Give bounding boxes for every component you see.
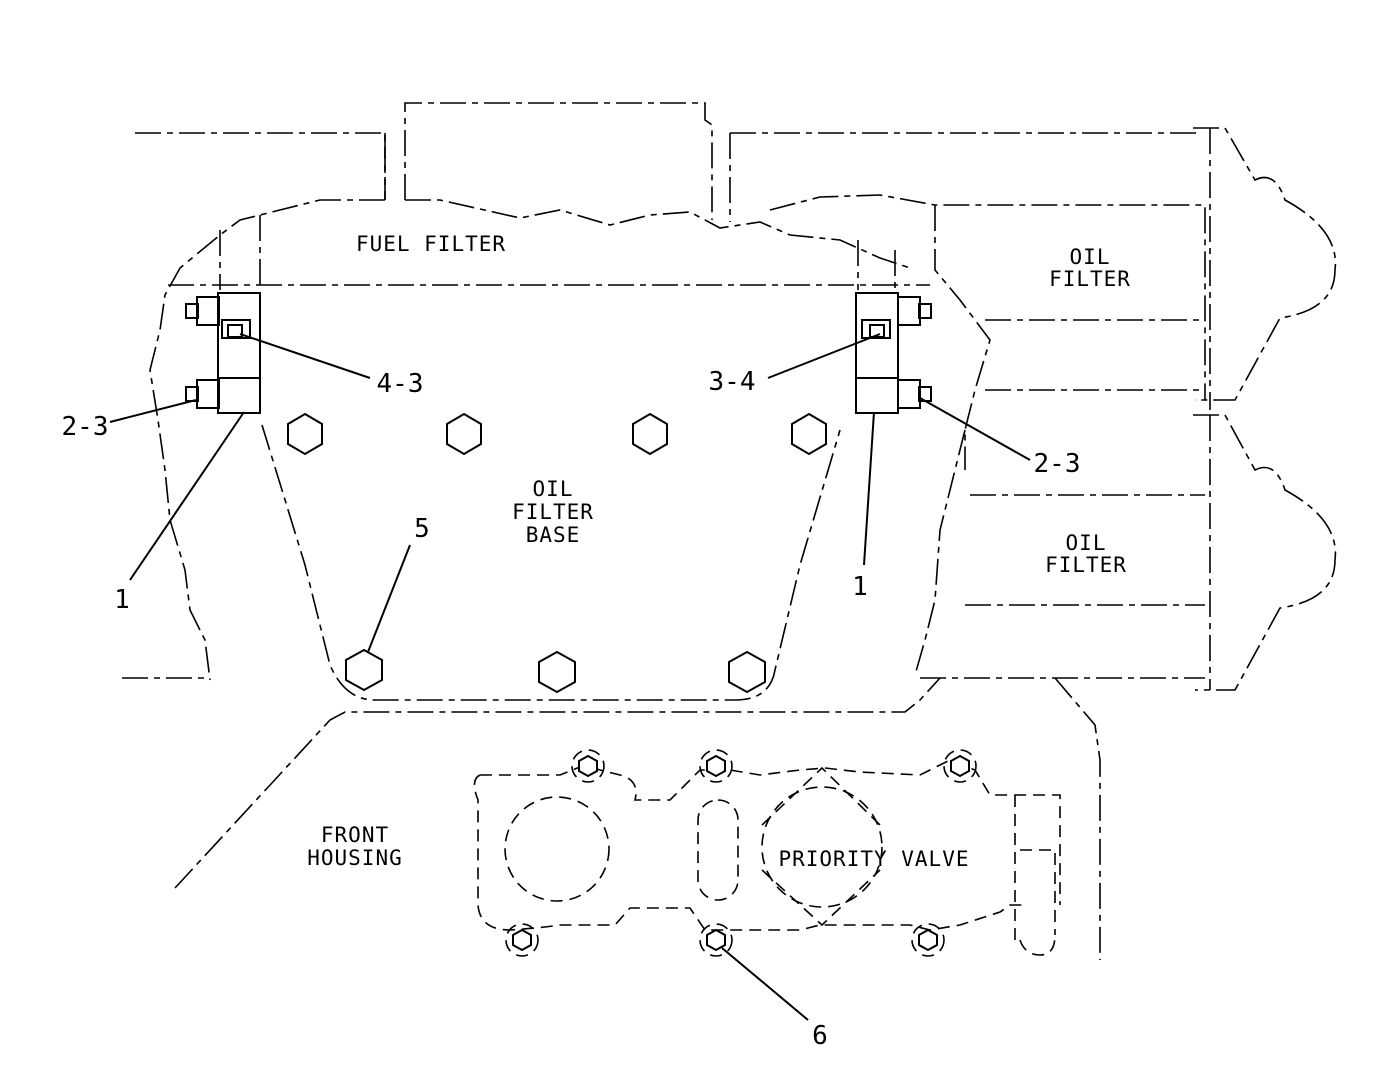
leader-left-bolt — [109, 399, 197, 423]
label-oil-filter-top-line2: FILTER — [1049, 267, 1131, 291]
label-oil-filter-base-line1: OIL — [533, 477, 574, 501]
front-housing-outline — [122, 677, 941, 889]
label-oil-filter-base-line3: BASE — [526, 523, 581, 547]
base-bolt-1 — [287, 412, 323, 456]
priority-valve-outline — [473, 759, 1061, 956]
callout-base-bolt: 5 — [414, 514, 430, 544]
leader-left-fitting — [239, 333, 371, 379]
label-front-housing-line2: HOUSING — [307, 846, 403, 870]
leader-right-fitting — [767, 333, 881, 379]
leader-left-bracket — [129, 411, 245, 581]
label-priority-valve: PRIORITY VALVE — [778, 847, 969, 871]
leader-right-bolt — [919, 397, 1031, 461]
callout-left-fitting: 4-3 — [377, 369, 424, 399]
callout-numbers: 4-3 2-3 1 3-4 2-3 1 5 6 — [62, 367, 1081, 1051]
base-bolt-2 — [446, 412, 482, 456]
leader-right-bracket — [863, 411, 875, 566]
oil-filter-upper-outline — [769, 127, 1337, 470]
label-oil-filter-top-line1: OIL — [1070, 245, 1111, 269]
callout-right-fitting: 3-4 — [709, 367, 756, 397]
part-labels: FUEL FILTER OIL FILTER OIL FILTER OIL FI… — [307, 232, 1131, 871]
leader-valve-bolt — [721, 947, 809, 1021]
right-bracket — [855, 292, 932, 414]
valve-bolts — [505, 749, 977, 957]
fuel-filter-outline — [135, 102, 1200, 681]
callout-valve-bolt: 6 — [812, 1021, 828, 1051]
label-oil-filter-bottom-line1: OIL — [1066, 531, 1107, 555]
callout-right-bracket: 1 — [852, 572, 868, 602]
left-bracket — [185, 292, 261, 414]
base-bolt-6 — [538, 650, 576, 694]
label-fuel-filter: FUEL FILTER — [356, 232, 506, 256]
label-oil-filter-bottom-line2: FILTER — [1045, 553, 1127, 577]
base-bolt-4 — [791, 412, 827, 456]
oil-filter-lower-outline — [914, 414, 1337, 960]
leader-lines — [109, 333, 1031, 1021]
label-front-housing-line1: FRONT — [321, 823, 389, 847]
label-oil-filter-base-line2: FILTER — [512, 500, 594, 524]
base-bolt-5 — [345, 648, 383, 692]
base-bolt-7 — [728, 650, 766, 694]
callout-left-bracket: 1 — [114, 585, 130, 615]
base-bolts — [287, 412, 827, 694]
callout-left-bolt: 2-3 — [62, 412, 109, 442]
base-bolt-3 — [632, 412, 668, 456]
leader-base-bolt — [367, 544, 411, 653]
callout-right-bolt: 2-3 — [1034, 449, 1081, 479]
oil-filter-base-outline — [261, 424, 841, 701]
